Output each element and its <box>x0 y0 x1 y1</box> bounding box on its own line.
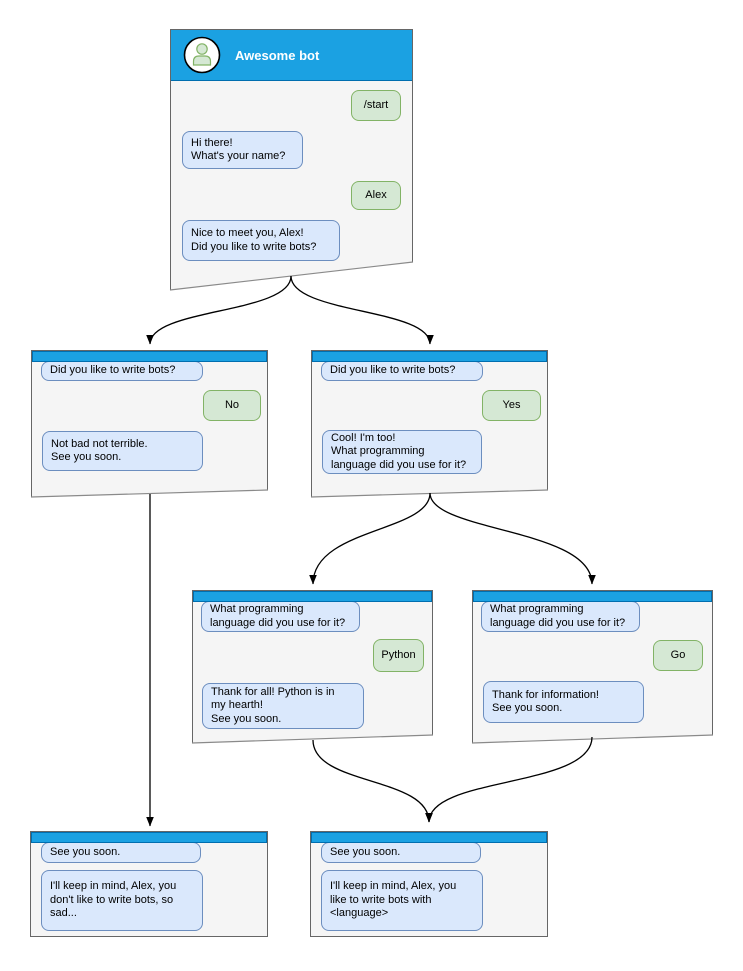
bot-message-reply: I'll keep in mind, Alex, you like to wri… <box>321 870 483 931</box>
user-message-answer-go: Go <box>653 640 703 671</box>
chat-window-end-no: See you soon. I'll keep in mind, Alex, y… <box>30 831 268 937</box>
user-message-start: /start <box>351 90 401 121</box>
bot-message-reply: I'll keep in mind, Alex, you don't like … <box>41 870 203 931</box>
bot-message-reply: Thank for information! See you soon. <box>483 681 644 723</box>
bot-message-nice: Nice to meet you, Alex! Did you like to … <box>182 220 340 261</box>
chat-header <box>193 591 432 602</box>
edge-main-to-yes <box>290 275 434 345</box>
chat-window-lang-python: What programming language did you use fo… <box>192 590 433 743</box>
edge-python-to-end <box>312 739 433 823</box>
chat-window-branch-no: Did you like to write bots? No Not bad n… <box>31 350 268 497</box>
bot-message-reply: Thank for all! Python is in my hearth! S… <box>202 683 364 729</box>
edge-yes-to-go <box>429 492 596 585</box>
edge-go-to-end <box>425 736 593 823</box>
bot-message-question: Did you like to write bots? <box>41 361 203 381</box>
user-message-name: Alex <box>351 181 401 210</box>
chat-header: Awesome bot <box>171 30 412 81</box>
chat-window-branch-yes: Did you like to write bots? Yes Cool! I'… <box>311 350 548 497</box>
bot-message-reply: Cool! I'm too! What programming language… <box>322 430 482 474</box>
chat-header <box>32 351 267 362</box>
person-icon <box>183 36 221 74</box>
bot-message-question: What programming language did you use fo… <box>481 601 640 632</box>
chat-header <box>31 832 267 843</box>
bot-message-question: See you soon. <box>41 842 201 863</box>
chat-header <box>473 591 712 602</box>
chat-window-end-yes: See you soon. I'll keep in mind, Alex, y… <box>310 831 548 937</box>
user-message-answer-no: No <box>203 390 261 421</box>
chat-header <box>312 351 547 362</box>
bot-message-question: Did you like to write bots? <box>321 361 483 381</box>
chat-window-main: Awesome bot /start Hi there! What's your… <box>170 29 413 290</box>
bot-message-reply: Not bad not terrible. See you soon. <box>42 431 203 471</box>
chat-title: Awesome bot <box>235 48 320 63</box>
edge-yes-to-python <box>309 492 431 585</box>
bot-message-question: See you soon. <box>321 842 481 863</box>
bot-message-question: What programming language did you use fo… <box>201 601 360 632</box>
user-message-answer-yes: Yes <box>482 390 541 421</box>
chat-header <box>311 832 547 843</box>
chat-window-lang-go: What programming language did you use fo… <box>472 590 713 743</box>
user-message-answer-python: Python <box>373 639 424 672</box>
bot-message-greeting: Hi there! What's your name? <box>182 131 303 169</box>
